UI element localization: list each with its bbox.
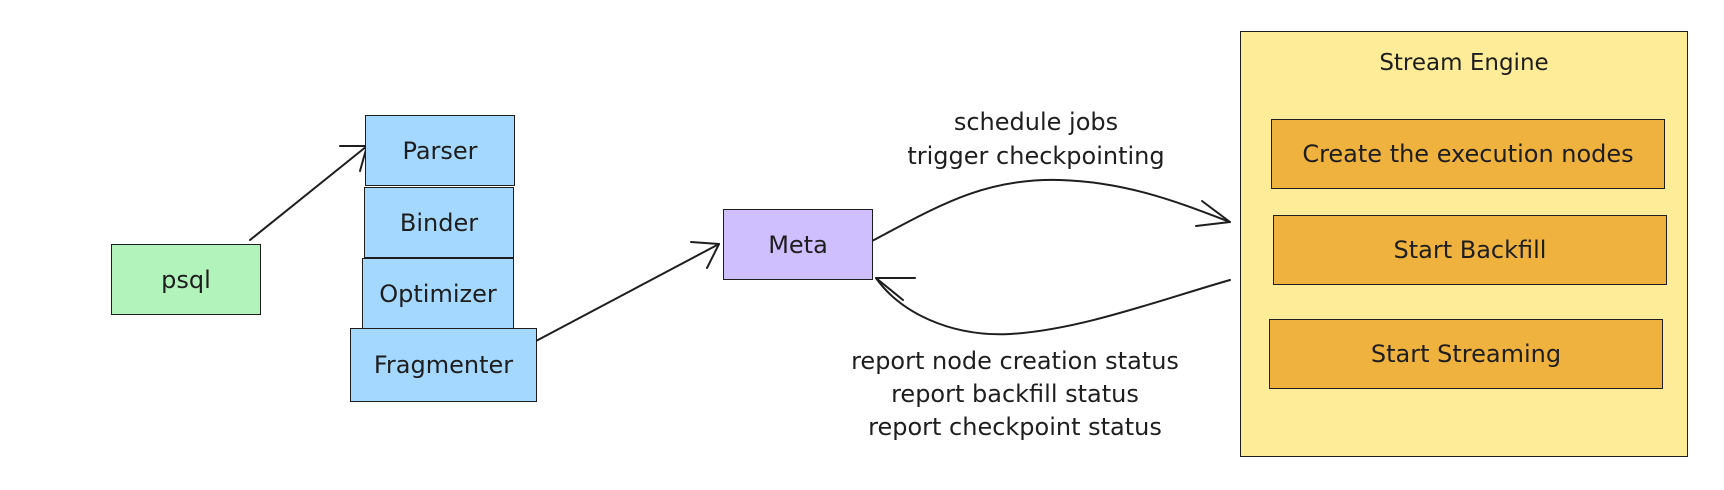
arrow-psql-to-parser (249, 145, 368, 241)
label-report-checkpoint: report checkpoint status (868, 413, 1162, 441)
binder-label: Binder (399, 208, 479, 237)
psql-node: psql (111, 244, 261, 315)
step-start-streaming-label: Start Streaming (1370, 340, 1562, 368)
meta-node: Meta (723, 209, 873, 280)
fragmenter-label: Fragmenter (373, 351, 514, 379)
meta-label: Meta (768, 230, 828, 259)
label-report-node-creation: report node creation status (851, 347, 1179, 375)
meta-to-engine-label: schedule jobs trigger checkpointing (866, 105, 1206, 173)
arrowhead-fragmenter-to-meta (690, 241, 720, 269)
psql-label: psql (161, 265, 211, 294)
parser-label: Parser (402, 136, 478, 165)
arrowhead-engine-to-meta (875, 277, 916, 301)
label-report-backfill: report backfill status (891, 380, 1139, 408)
label-trigger-checkpointing: trigger checkpointing (907, 142, 1165, 170)
parser-node: Parser (365, 115, 515, 186)
arrow-meta-to-engine (871, 178, 1231, 242)
step-create-execution-nodes-label: Create the execution nodes (1302, 140, 1634, 168)
stream-engine-title: Stream Engine (1379, 50, 1549, 76)
label-schedule-jobs: schedule jobs (953, 108, 1119, 136)
fragmenter-node: Fragmenter (350, 328, 537, 402)
step-start-streaming: Start Streaming (1269, 319, 1663, 389)
step-start-backfill-label: Start Backfill (1393, 236, 1547, 264)
step-start-backfill: Start Backfill (1273, 215, 1667, 285)
step-create-execution-nodes: Create the execution nodes (1271, 119, 1665, 189)
optimizer-node: Optimizer (362, 258, 514, 329)
arrowhead-meta-to-engine (1195, 200, 1231, 227)
binder-node: Binder (364, 187, 514, 258)
optimizer-label: Optimizer (379, 279, 497, 308)
engine-to-meta-label: report node creation status report backf… (815, 345, 1215, 444)
arrow-fragmenter-to-meta (535, 243, 720, 342)
arrow-engine-to-meta (875, 277, 1231, 336)
